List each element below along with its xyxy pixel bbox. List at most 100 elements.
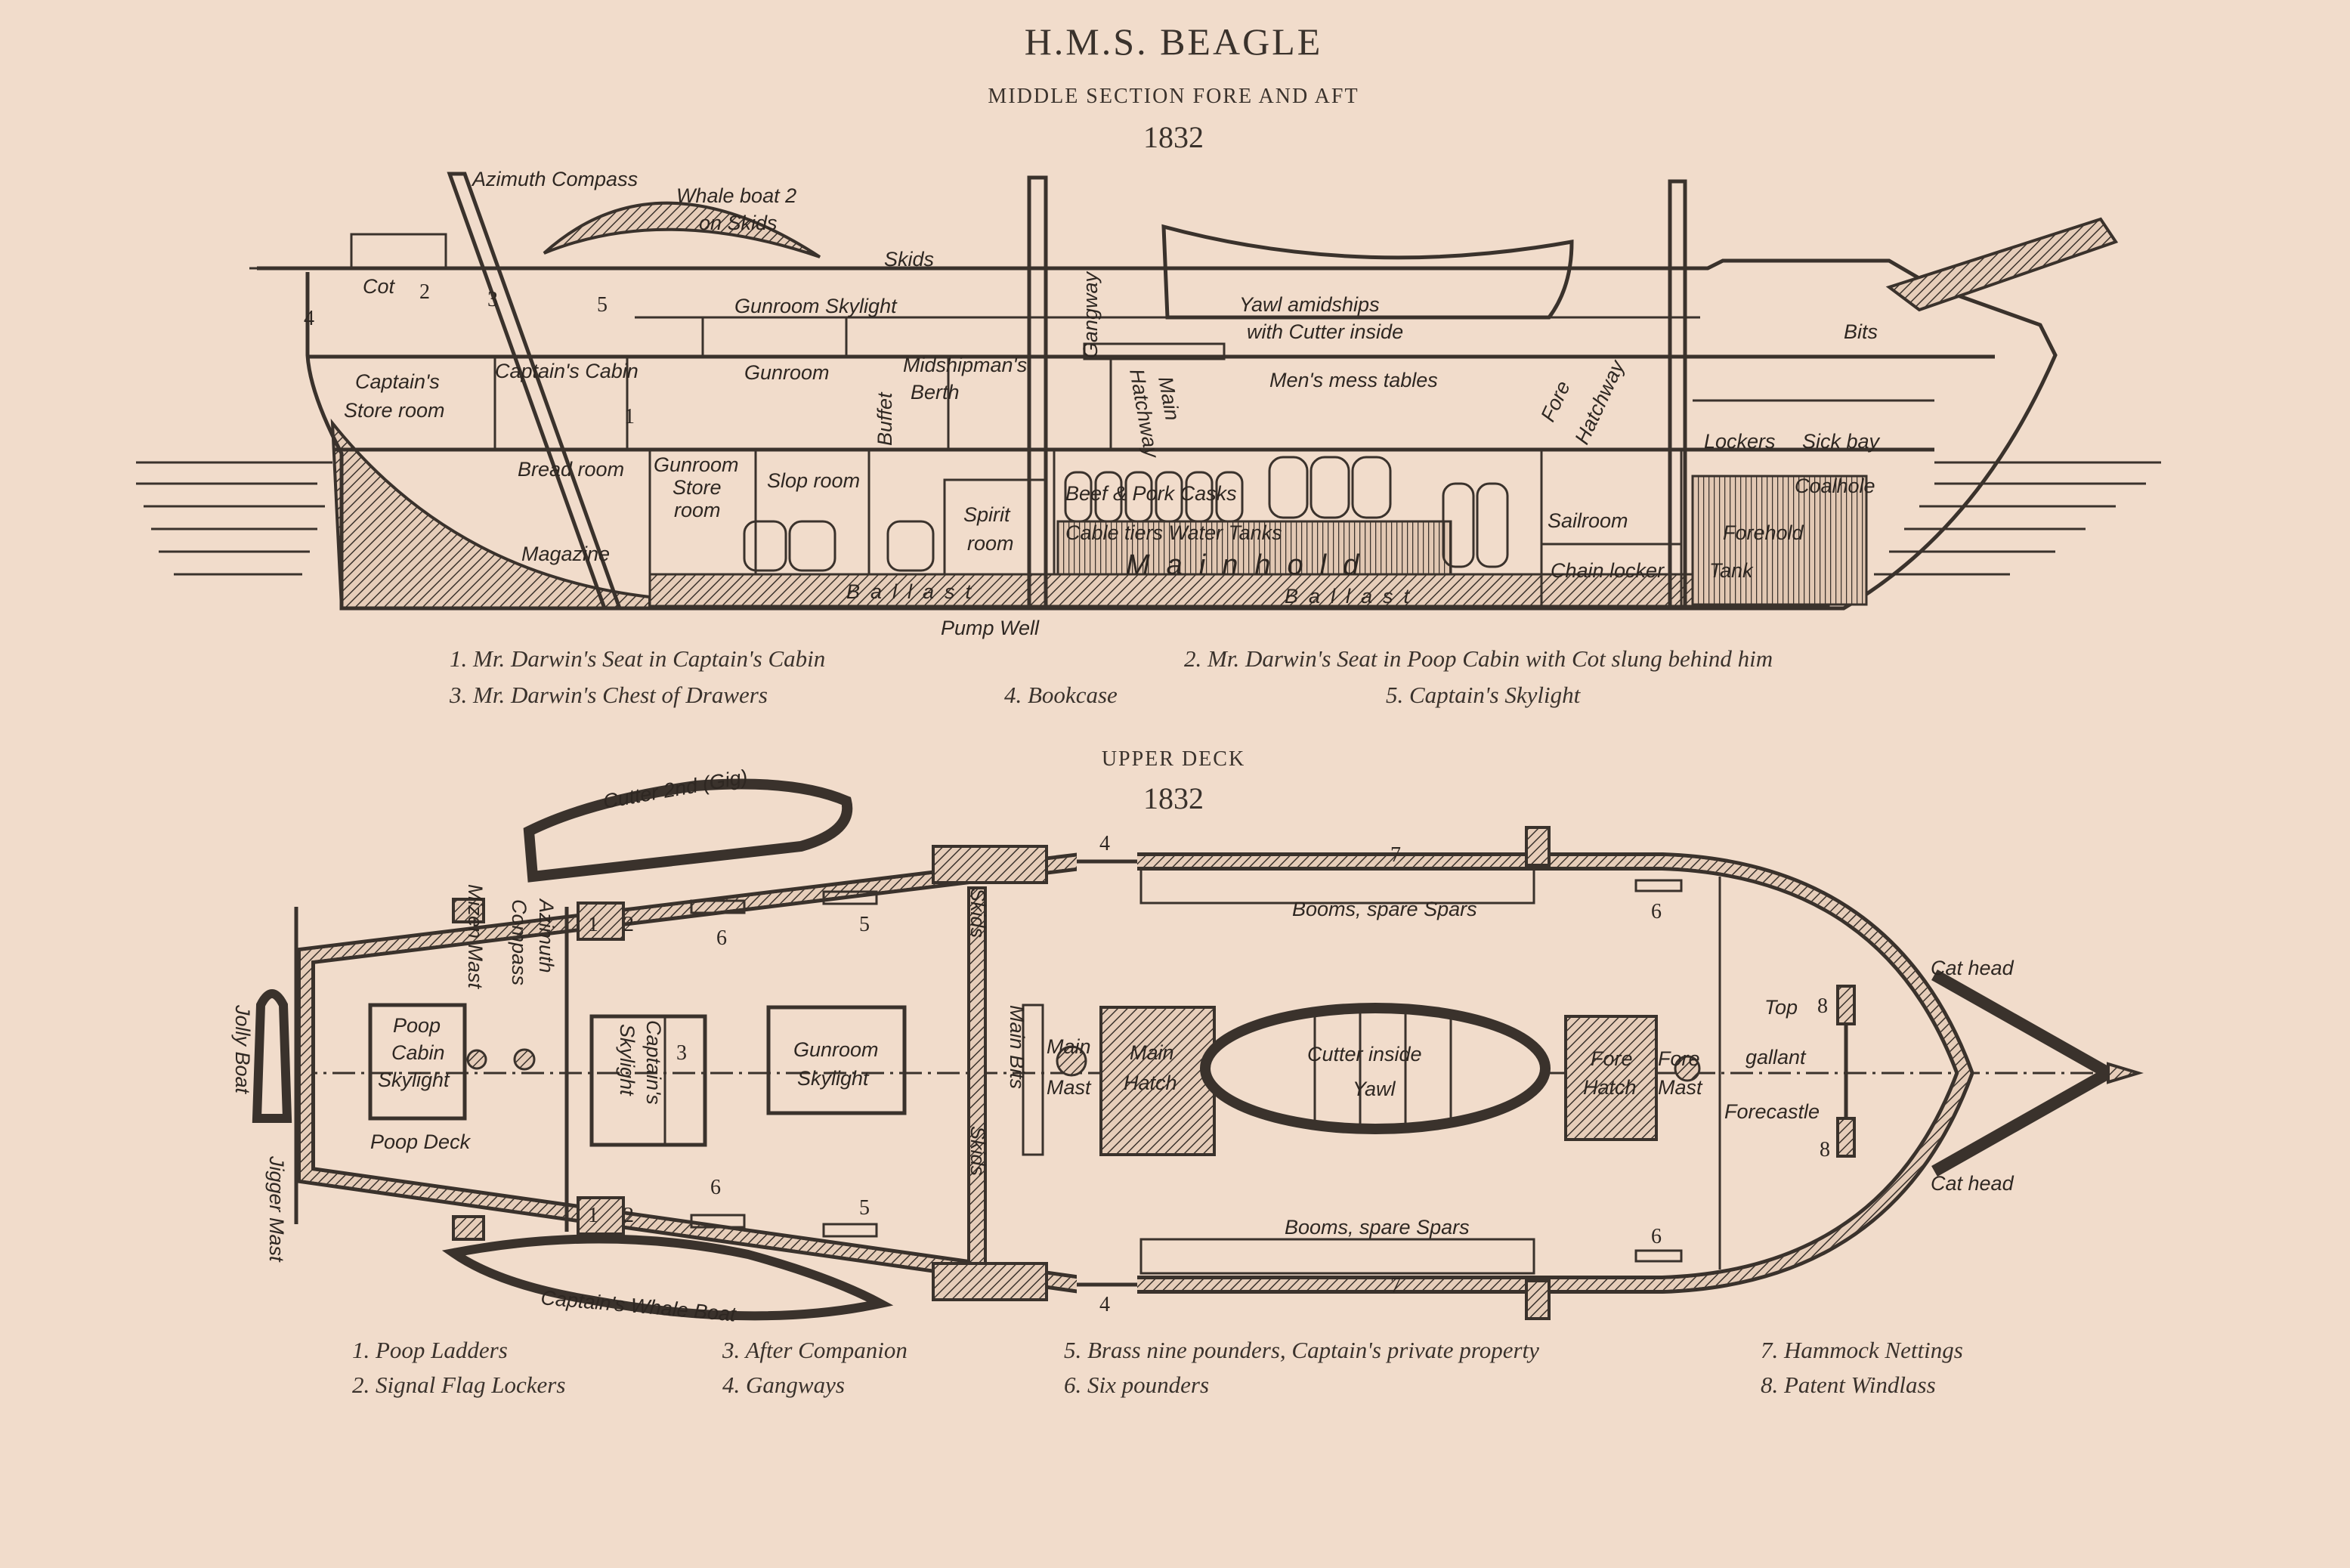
label-magazine: Magazine bbox=[521, 543, 610, 565]
label-spirit: Spirit bbox=[963, 503, 1011, 526]
plate-subtitle: MIDDLE SECTION FORE AND AFT bbox=[988, 85, 1359, 108]
legend-item: 8. Patent Windlass bbox=[1761, 1372, 1936, 1398]
marker-7-bottom: 7 bbox=[1390, 1274, 1401, 1297]
label-captains-store: Captain's bbox=[355, 370, 440, 393]
label-gunroom-store: Gunroom bbox=[654, 453, 739, 476]
label-bits: Bits bbox=[1844, 320, 1878, 343]
label-ballast-1: Ballast bbox=[846, 580, 982, 603]
label-captains-skylight: Skylight bbox=[616, 1024, 639, 1096]
label-azimuth: Azimuth bbox=[535, 898, 558, 973]
label-store-room: Store room bbox=[344, 399, 445, 422]
fore-mast-circle bbox=[1674, 1055, 1701, 1082]
label-gunroom-skylight-plan: Skylight bbox=[797, 1067, 870, 1090]
label-berth: Berth bbox=[911, 381, 960, 404]
label-whale-boat: Whale boat 2 bbox=[676, 184, 796, 207]
label-fore-mast-2: Mast bbox=[1658, 1076, 1703, 1099]
marker-4-bottom: 4 bbox=[1099, 1293, 1110, 1316]
label-pump-well: Pump Well bbox=[941, 617, 1040, 639]
marker-2-top: 2 bbox=[623, 913, 634, 936]
label-poop: Poop bbox=[393, 1014, 441, 1037]
label-azimuth-compass: Azimuth Compass bbox=[471, 168, 638, 190]
label-main-hatch-2: Hatch bbox=[1124, 1072, 1177, 1094]
bulkheads bbox=[493, 357, 1934, 608]
marker-6-fore-top: 6 bbox=[1651, 900, 1662, 923]
legend-item: 7. Hammock Nettings bbox=[1761, 1337, 1963, 1363]
yawl-amidships bbox=[1161, 224, 1574, 320]
plate-title: H.M.S. BEAGLE bbox=[1025, 20, 1323, 63]
main-hatch bbox=[1099, 1006, 1216, 1156]
bowsprit bbox=[1885, 217, 2119, 312]
deck-plan: Cutter 2nd (Gig) Jolly Boat Jigger Mast … bbox=[231, 765, 2144, 1326]
label-forehold: Forehold bbox=[1723, 521, 1804, 544]
legend-item: 6. Six pounders bbox=[1064, 1372, 1209, 1398]
label-casks: Beef & Pork Casks bbox=[1065, 482, 1237, 505]
mizen-mast bbox=[447, 172, 623, 611]
marker-4: 4 bbox=[304, 307, 314, 330]
marker-1-bottom: 1 bbox=[588, 1204, 598, 1227]
label-top: Top bbox=[1764, 996, 1798, 1019]
label-tank: Tank bbox=[1709, 559, 1754, 582]
marker-1: 1 bbox=[624, 405, 635, 428]
casks bbox=[743, 456, 1509, 572]
label-cot: Cot bbox=[363, 275, 396, 298]
label-slop-room: Slop room bbox=[767, 469, 860, 492]
label-poop-skylight: Skylight bbox=[378, 1069, 450, 1091]
label-buffet: Buffet bbox=[874, 391, 896, 446]
label-skids: Skids bbox=[884, 248, 934, 271]
legend-item: 5. Brass nine pounders, Captain's privat… bbox=[1064, 1337, 1539, 1363]
cannons bbox=[690, 879, 1683, 1263]
legend-item: 5. Captain's Skylight bbox=[1386, 682, 1582, 708]
label-on-skids: on Skids bbox=[699, 212, 778, 234]
azimuth-compass-circle bbox=[513, 1048, 536, 1071]
marker-6-fore-bottom: 6 bbox=[1651, 1225, 1662, 1248]
label-main-mast-2: Mast bbox=[1047, 1076, 1092, 1099]
label-coalhole: Coalhole bbox=[1795, 475, 1875, 497]
fore-mast bbox=[1668, 179, 1687, 611]
label-gunroom: Gunroom bbox=[744, 361, 830, 384]
upper-deck-title: UPPER DECK bbox=[1102, 747, 1245, 771]
label-mainhold: Mainhold bbox=[1126, 549, 1375, 581]
marker-5-top: 5 bbox=[859, 913, 870, 936]
legend-item: 3. Mr. Darwin's Chest of Drawers bbox=[449, 682, 768, 708]
label-captains: Captain's bbox=[642, 1020, 665, 1105]
label-captains-cabin: Captain's Cabin bbox=[495, 360, 639, 382]
label-gangway: Gangway bbox=[1079, 271, 1102, 359]
marker-5: 5 bbox=[597, 293, 608, 317]
label-fore-hatch-2: Hatch bbox=[1583, 1076, 1637, 1099]
label-mess-tables: Men's mess tables bbox=[1269, 369, 1438, 391]
marker-6-top: 6 bbox=[716, 926, 727, 950]
legend-item: 3. After Companion bbox=[722, 1337, 908, 1363]
label-poop-cabin: Cabin bbox=[391, 1041, 445, 1064]
label-sick-bay: Sick bay bbox=[1802, 430, 1881, 453]
marker-1-top: 1 bbox=[588, 913, 598, 936]
label-gunroom-skylight: Gunroom Skylight bbox=[734, 295, 898, 317]
skids-bar bbox=[967, 886, 987, 1267]
marker-2-bottom: 2 bbox=[623, 1204, 634, 1227]
label-main-hatch: Main bbox=[1130, 1041, 1174, 1064]
legend-item: 2. Mr. Darwin's Seat in Poop Cabin with … bbox=[1184, 645, 1773, 672]
label-fore-hatch: Fore bbox=[1591, 1047, 1633, 1070]
booms-bottom bbox=[1139, 1238, 1535, 1275]
legend-item: 1. Mr. Darwin's Seat in Captain's Cabin bbox=[450, 645, 825, 672]
label-chain-locker: Chain locker bbox=[1551, 559, 1665, 582]
label-fore-mast: Fore bbox=[1658, 1047, 1700, 1070]
patent-windlass bbox=[1836, 985, 1856, 1158]
label-store: Store bbox=[673, 476, 722, 499]
label-mizen-mast: Mizen Mast bbox=[464, 884, 487, 990]
legend-item: 4. Gangways bbox=[722, 1372, 845, 1398]
gunroom-skylight bbox=[766, 1005, 907, 1115]
label-jigger-mast: Jigger Mast bbox=[265, 1155, 288, 1263]
legend-item: 1. Poop Ladders bbox=[352, 1337, 508, 1363]
fore-hatch bbox=[1564, 1015, 1658, 1141]
water-lines bbox=[136, 461, 2161, 576]
captains-skylight bbox=[589, 1014, 707, 1147]
label-cat-head-1: Cat head bbox=[1931, 957, 2015, 979]
marker-6-bottom: 6 bbox=[710, 1176, 721, 1199]
label-yawl: Yawl bbox=[1353, 1078, 1396, 1100]
marker-3: 3 bbox=[487, 288, 498, 311]
marker-3: 3 bbox=[676, 1041, 687, 1065]
label-main-bits: Main Bits bbox=[1006, 1005, 1028, 1089]
label-sailroom: Sailroom bbox=[1548, 509, 1628, 532]
marker-7-top: 7 bbox=[1390, 843, 1401, 867]
